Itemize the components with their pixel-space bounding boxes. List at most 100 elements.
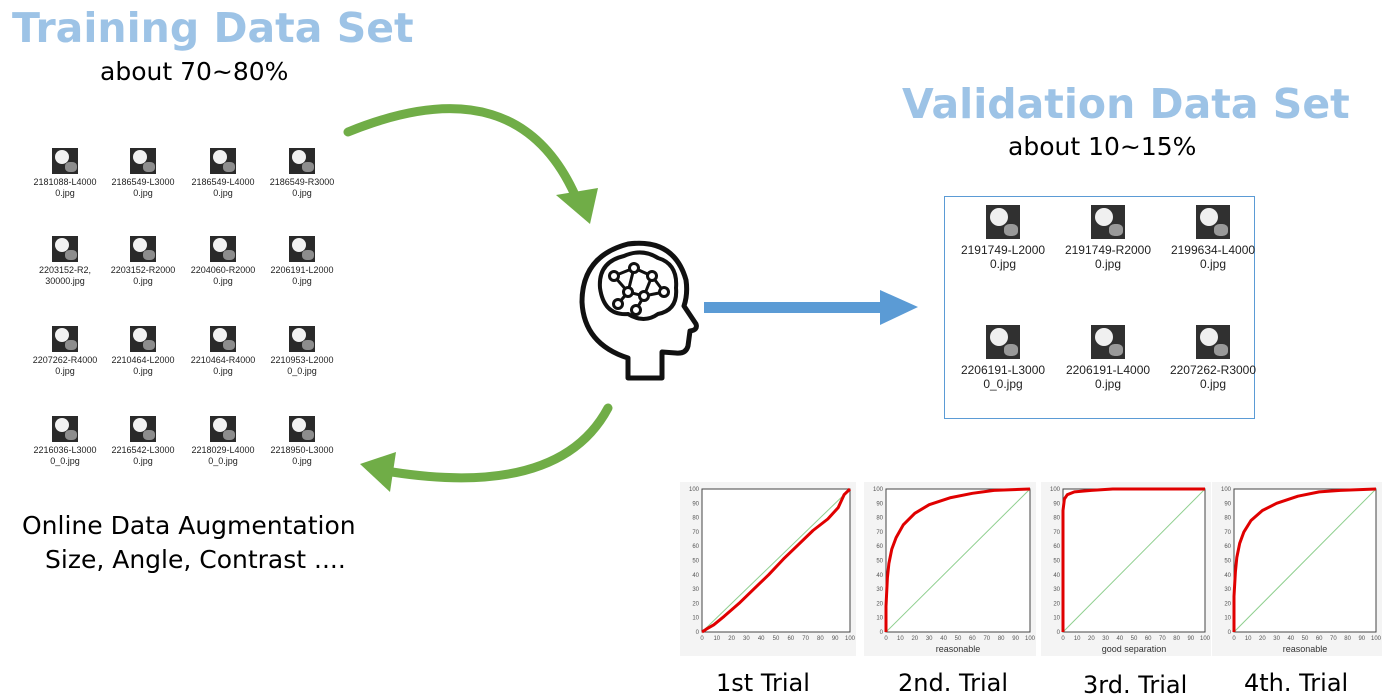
roc-x-tick: 20	[1259, 636, 1266, 642]
roc-x-tick: 40	[1116, 636, 1123, 642]
roc-x-tick: 90	[1358, 636, 1365, 642]
roc-x-tick: 100	[1200, 636, 1211, 642]
image-thumbnail	[52, 416, 78, 442]
image-thumbnail	[289, 326, 315, 352]
roc-diagonal	[1062, 488, 1206, 633]
roc-y-tick: 10	[876, 616, 883, 622]
file-name: 2191749-R2000	[1064, 243, 1152, 257]
image-thumbnail	[210, 236, 236, 262]
green-arrow-to-model	[343, 104, 583, 207]
roc-y-tick: 20	[876, 601, 883, 607]
file-name: 2203152-R2000	[110, 265, 176, 275]
training-subtitle: about 70~80%	[100, 57, 289, 86]
roc-y-tick: 80	[1224, 516, 1231, 522]
image-thumbnail	[1091, 205, 1125, 239]
roc-x-tick: 100	[1025, 636, 1036, 642]
roc-y-tick: 30	[876, 587, 883, 593]
roc-x-tick: 60	[1145, 636, 1152, 642]
file-ext: 0_0.jpg	[983, 377, 1023, 391]
image-thumbnail	[130, 416, 156, 442]
roc-y-tick: 20	[692, 601, 699, 607]
roc-x-tick: 40	[940, 636, 947, 642]
trial-label-3: 3rd. Trial	[1083, 671, 1188, 699]
file-ext: 0.jpg	[213, 188, 233, 198]
file-name: 2206191-L3000	[960, 363, 1046, 377]
file-name: 2210464-L2000	[111, 355, 175, 365]
image-thumbnail	[52, 236, 78, 262]
roc-curve	[701, 487, 852, 634]
roc-x-tick: 60	[787, 636, 794, 642]
image-thumbnail	[1196, 325, 1230, 359]
file-item[interactable]: 2203152-R2,30000.jpg	[25, 236, 105, 287]
roc-diagonal	[1233, 488, 1377, 633]
image-thumbnail	[986, 325, 1020, 359]
file-ext: 0.jpg	[1094, 377, 1122, 391]
blue-arrow-shaft	[704, 302, 884, 313]
file-name: 2206191-L4000	[1065, 363, 1151, 377]
file-ext: 0.jpg	[213, 366, 233, 376]
training-title: Training Data Set	[12, 4, 414, 52]
file-name: 2186549-L3000	[111, 177, 175, 187]
file-ext: 30000.jpg	[45, 276, 85, 286]
file-ext: 0.jpg	[133, 188, 153, 198]
green-arrow-head-bottom	[360, 452, 396, 492]
roc-y-tick: 70	[876, 530, 883, 536]
roc-y-tick: 70	[1053, 530, 1060, 536]
roc-diagonal	[701, 488, 851, 633]
roc-x-tick: 30	[743, 636, 750, 642]
roc-x-tick: 80	[1344, 636, 1351, 642]
roc-x-tick: 0	[700, 636, 704, 642]
roc-y-tick: 60	[692, 544, 699, 550]
file-ext: 0.jpg	[133, 276, 153, 286]
file-ext: 0.jpg	[1199, 257, 1227, 271]
file-ext: 0_0.jpg	[208, 456, 238, 466]
file-ext: 0.jpg	[1094, 257, 1122, 271]
roc-x-tick: 50	[773, 636, 780, 642]
roc-y-tick: 100	[689, 487, 700, 493]
roc-x-tick: 0	[884, 636, 888, 642]
file-ext: 0.jpg	[133, 366, 153, 376]
roc-y-tick: 0	[696, 630, 700, 636]
image-thumbnail	[130, 236, 156, 262]
file-ext: 0.jpg	[55, 366, 75, 376]
roc-x-tick: 70	[1330, 636, 1337, 642]
roc-x-tick: 50	[955, 636, 962, 642]
trial-label-4: 4th. Trial	[1244, 669, 1349, 697]
roc-y-tick: 70	[1224, 530, 1231, 536]
roc-x-tick: 80	[1173, 636, 1180, 642]
trial-label-2: 2nd. Trial	[898, 669, 1009, 697]
roc-x-tick: 90	[832, 636, 839, 642]
roc-x-tick: 100	[1371, 636, 1382, 642]
roc-y-tick: 80	[876, 516, 883, 522]
image-thumbnail	[210, 148, 236, 174]
roc-y-tick: 100	[1050, 487, 1061, 493]
validation-title: Validation Data Set	[902, 80, 1350, 128]
roc-curve	[1061, 487, 1205, 632]
roc-y-tick: 80	[692, 516, 699, 522]
roc-x-tick: 20	[728, 636, 735, 642]
roc-x-tick: 80	[817, 636, 824, 642]
file-name: 2204060-R2000	[190, 265, 256, 275]
